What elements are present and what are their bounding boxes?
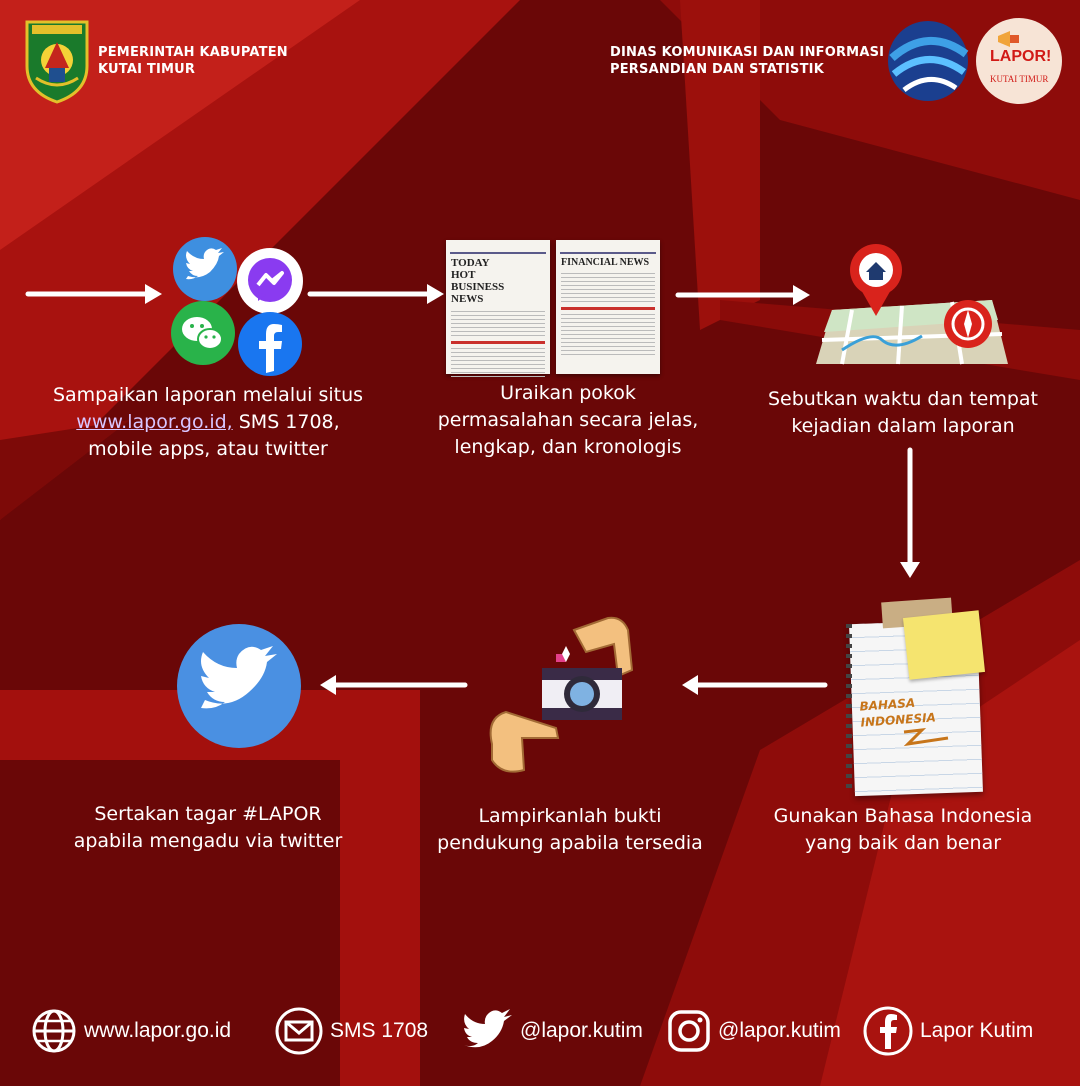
footer-facebook[interactable]: Lapor Kutim bbox=[862, 1005, 1033, 1057]
newspaper-left-title: TODAY HOT BUSINESS NEWS bbox=[451, 257, 505, 305]
step-6-line2: apabila mengadu via twitter bbox=[73, 830, 343, 852]
footer-twitter-label: @lapor.kutim bbox=[520, 1019, 643, 1042]
step-3-line1: Sebutkan waktu dan tempat bbox=[768, 388, 1038, 410]
step-2-caption: Uraikan pokok permasalahan secara jelas,… bbox=[398, 380, 738, 461]
instagram-icon bbox=[668, 1010, 710, 1052]
step-5-caption: Lampirkanlah bukti pendukung apabila ter… bbox=[400, 803, 740, 857]
step-1-line2: www.lapor.go.id, SMS 1708, bbox=[18, 409, 398, 436]
twitter-icon bbox=[173, 237, 237, 301]
step-2-line2: permasalahan secara jelas, bbox=[437, 409, 699, 431]
step-2-line3: lengkap, dan kronologis bbox=[454, 436, 682, 458]
step-1-caption: Sampaikan laporan melalui situs www.lapo… bbox=[18, 382, 398, 463]
map-location-icon bbox=[816, 244, 1008, 365]
step-1-line3: mobile apps, atau twitter bbox=[88, 438, 328, 460]
footer-website[interactable]: www.lapor.go.id bbox=[30, 1005, 231, 1057]
step-6-caption: Sertakan tagar #LAPOR apabila mengadu vi… bbox=[28, 801, 388, 855]
header-right-title: DINAS KOMUNIKASI DAN INFORMASI PERSANDIA… bbox=[610, 44, 884, 78]
header-left-line2: KUTAI TIMUR bbox=[98, 62, 196, 77]
step-2-line1: Uraikan pokok bbox=[500, 382, 636, 404]
header-left-title: PEMERINTAH KABUPATEN KUTAI TIMUR bbox=[98, 44, 288, 78]
envelope-icon bbox=[275, 1007, 323, 1055]
step-5-line2: pendukung apabila tersedia bbox=[437, 832, 703, 854]
notepad-text-line1: BAHASA bbox=[859, 695, 916, 714]
step-6-line1: Sertakan tagar #LAPOR bbox=[94, 803, 322, 825]
footer-sms-label: SMS 1708 bbox=[330, 1019, 429, 1042]
globe-icon bbox=[32, 1009, 76, 1053]
footer-website-label: www.lapor.go.id bbox=[84, 1019, 232, 1042]
kutai-timur-emblem-icon bbox=[25, 20, 89, 104]
lapor-logo-text: LAPOR! bbox=[990, 48, 1052, 65]
footer-facebook-label: Lapor Kutim bbox=[920, 1019, 1034, 1042]
newspaper-right: FINANCIAL NEWS bbox=[556, 240, 660, 374]
step-1-line1: Sampaikan laporan melalui situs bbox=[52, 384, 364, 406]
camera-hands-icon bbox=[489, 616, 634, 773]
header-right-line1: DINAS KOMUNIKASI DAN INFORMASI bbox=[610, 45, 885, 60]
step-4-line2: yang baik dan benar bbox=[804, 832, 1002, 854]
notepad-text: BAHASA INDONESIA bbox=[859, 693, 936, 730]
footer-twitter[interactable]: @lapor.kutim bbox=[462, 1005, 643, 1057]
step-5-line1: Lampirkanlah bukti bbox=[478, 805, 662, 827]
lapor-logo-subtext: KUTAI TIMUR bbox=[990, 74, 1049, 84]
notepad-scribble bbox=[903, 728, 949, 747]
megaphone-icon bbox=[998, 31, 1019, 47]
header-left-line1: PEMERINTAH KABUPATEN bbox=[98, 45, 288, 60]
messenger-icon bbox=[237, 248, 303, 314]
footer-sms[interactable]: SMS 1708 bbox=[274, 1005, 428, 1057]
step-1-line2-rest: SMS 1708, bbox=[232, 411, 340, 433]
header-right-line2: PERSANDIAN DAN STATISTIK bbox=[610, 62, 824, 77]
facebook-icon bbox=[863, 1006, 913, 1056]
newspaper-right-title: FINANCIAL NEWS bbox=[561, 257, 650, 268]
newspaper-left: TODAY HOT BUSINESS NEWS bbox=[446, 240, 550, 378]
lapor-website-link[interactable]: www.lapor.go.id, bbox=[76, 411, 233, 433]
step-3-caption: Sebutkan waktu dan tempat kejadian dalam… bbox=[738, 386, 1068, 440]
twitter-icon bbox=[177, 624, 301, 748]
step-4-line1: Gunakan Bahasa Indonesia bbox=[773, 805, 1033, 827]
kominfo-logo-icon bbox=[888, 21, 969, 101]
facebook-icon bbox=[238, 312, 302, 376]
footer-instagram-label: @lapor.kutim bbox=[718, 1019, 841, 1042]
step-3-line2: kejadian dalam laporan bbox=[791, 415, 1015, 437]
wechat-icon bbox=[171, 301, 235, 365]
footer-instagram[interactable]: @lapor.kutim bbox=[666, 1005, 841, 1057]
twitter-icon bbox=[464, 1009, 512, 1048]
step-4-caption: Gunakan Bahasa Indonesia yang baik dan b… bbox=[736, 803, 1070, 857]
lapor-logo: LAPOR! KUTAI TIMUR bbox=[976, 18, 1062, 104]
